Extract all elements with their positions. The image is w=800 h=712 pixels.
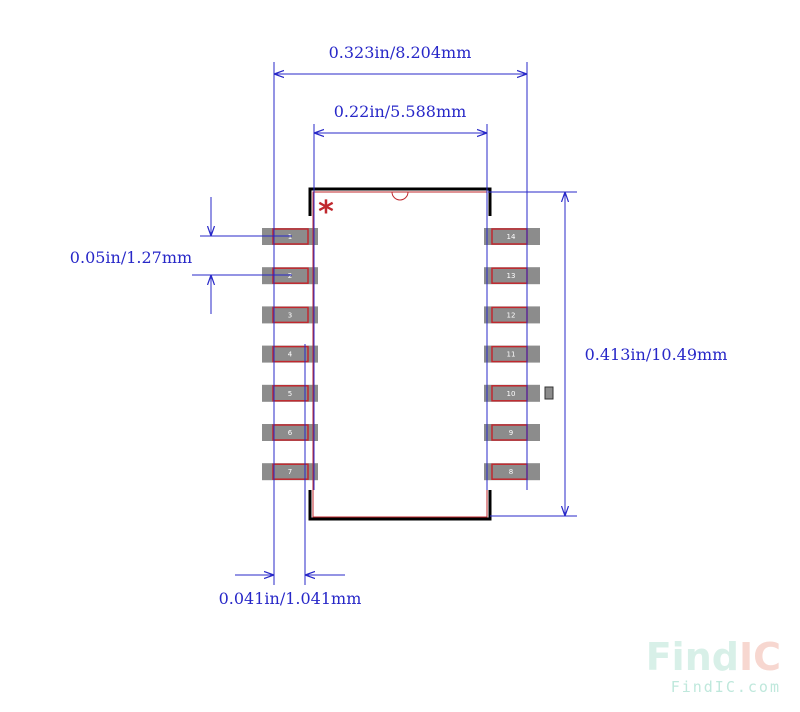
pad-copper-outline [272,385,309,402]
pin1-marker: * [318,195,334,230]
dimension-pad-width [235,344,345,585]
watermark-brand-b: IC [739,635,781,679]
pad-right: 11 [484,345,540,363]
pin-number: 2 [288,272,292,280]
pin-number: 6 [288,429,293,437]
pad-shape [262,267,318,285]
pad-copper-outline [272,463,309,480]
label-pad-width: 0.041in/1.041mm [219,589,362,608]
pad-copper-outline [272,267,309,284]
pin-number: 8 [509,468,513,476]
findic-watermark: FindIC FindIC.com [646,635,781,696]
pad-left: 3 [262,306,318,324]
pad-shape [484,345,540,363]
pin-number: 5 [288,390,292,398]
dimension-body-width [313,124,488,490]
pad-right: 9 [484,424,540,441]
pin-number: 10 [507,390,516,398]
pin-number: 4 [288,351,293,359]
dimension-height [488,191,577,517]
pad-shape [484,228,540,245]
pad-left: 4 [262,345,318,363]
pad-copper-outline [272,345,309,363]
pad-left: 5 [262,384,318,402]
pad-shape [262,345,318,363]
pad-shape [484,424,540,441]
pad-shape [484,267,540,285]
label-height: 0.413in/10.49mm [585,345,728,364]
dimension-overall-width [273,62,528,585]
pad-right: 10 [484,384,540,402]
pad-shape [262,424,318,441]
pin-number: 14 [507,233,516,241]
pad-shape [484,463,540,481]
watermark-brand-a: Find [646,635,739,679]
courtyard-outline [312,191,488,518]
small-fiducial [544,386,554,400]
label-pitch: 0.05in/1.27mm [70,248,192,267]
pad-left: 6 [262,424,318,441]
pad-shape [484,306,540,324]
pin-number: 1 [288,233,292,241]
pin1-notch [391,191,409,201]
pad-copper-outline [272,306,309,324]
pin-number: 13 [507,272,516,280]
label-body-width: 0.22in/5.588mm [334,102,467,121]
pin-number: 12 [507,311,516,319]
dimension-pitch [192,197,292,314]
pad-right: 8 [484,463,540,481]
pad-right: 14 [484,228,540,245]
pad-copper-outline [272,424,309,441]
pad-shape [262,463,318,481]
pad-right: 12 [484,306,540,324]
silkscreen-outline [308,187,492,521]
pin-number: 9 [509,429,513,437]
pad-right: 13 [484,267,540,285]
pin-number: 3 [288,311,292,319]
svg-text:FindIC: FindIC [646,635,781,679]
pad-left: 2 [262,267,318,285]
pin-number: 7 [288,468,292,476]
label-overall-width: 0.323in/8.204mm [329,43,472,62]
watermark-url: FindIC.com [671,678,781,696]
pad-left: 7 [262,463,318,481]
pad-shape [484,384,540,402]
pin-number: 11 [507,351,516,359]
pad-shape [262,384,318,402]
pad-shape [262,306,318,324]
